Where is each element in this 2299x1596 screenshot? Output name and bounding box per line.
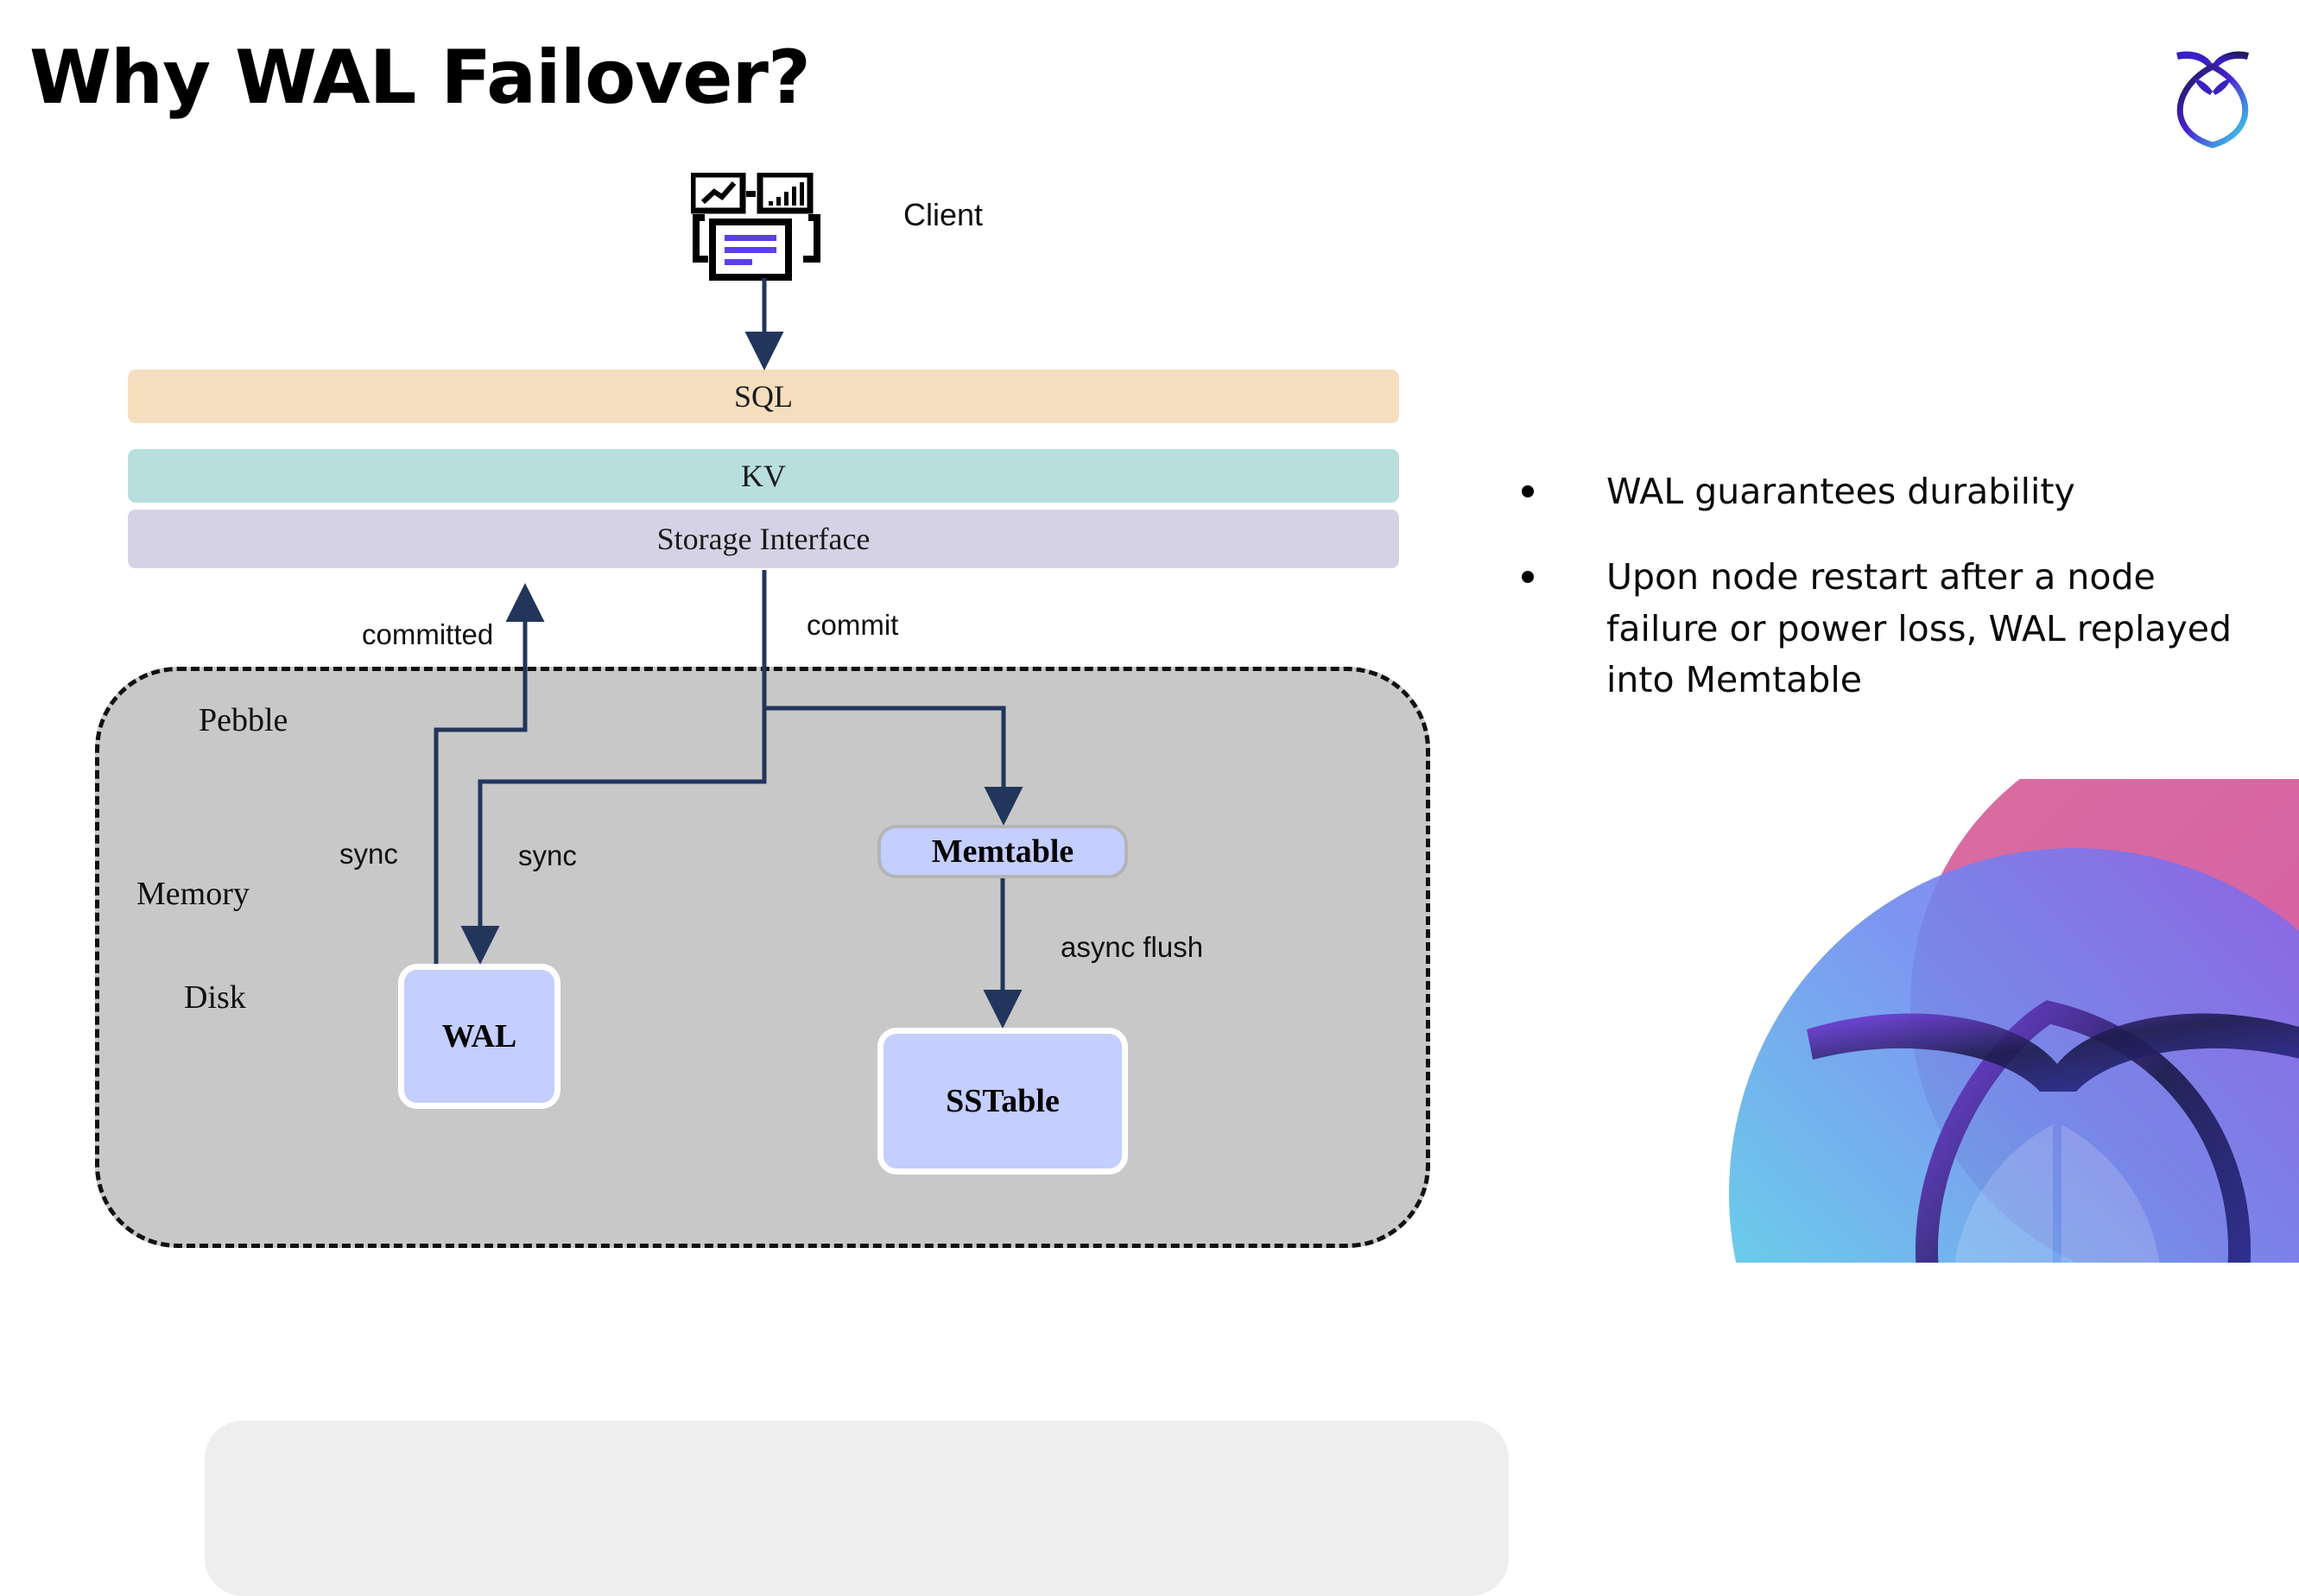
node-sstable: SSTable — [877, 1028, 1128, 1175]
bullet-text: Upon node restart after a node failure o… — [1606, 556, 2232, 701]
node-label-memtable: Memtable — [931, 833, 1074, 870]
page-title: Why WAL Failover? — [29, 35, 811, 121]
edge-label-async-flush: async flush — [1061, 931, 1204, 963]
edge-label-sync-right: sync — [518, 839, 577, 871]
edge-label-sync-left: sync — [339, 838, 398, 870]
edge-label-committed: committed — [362, 618, 494, 650]
list-item: Upon node restart after a node failure o… — [1522, 552, 2264, 706]
layer-label-storage-interface: Storage Interface — [656, 522, 871, 556]
bullet-text: WAL guarantees durability — [1606, 471, 2075, 512]
node-memtable: Memtable — [877, 825, 1128, 878]
client-dashboard-icon — [689, 171, 829, 285]
pebble-container — [95, 667, 1509, 1596]
layer-label-kv: KV — [741, 459, 786, 493]
memory-region — [205, 1421, 1509, 1596]
edge-label-commit: commit — [807, 609, 899, 641]
node-label-wal: WAL — [441, 1018, 517, 1054]
node-label-sstable: SSTable — [946, 1083, 1060, 1119]
bullet-dot-icon — [1522, 571, 1534, 584]
client-label: Client — [903, 197, 984, 232]
cockroach-leaf-watermark-icon — [1677, 779, 2299, 1263]
pebble-label: Pebble — [199, 702, 288, 738]
list-item: WAL guarantees durability — [1522, 466, 2264, 517]
memory-label: Memory — [136, 876, 250, 912]
node-wal: WAL — [398, 964, 560, 1109]
disk-label: Disk — [184, 979, 246, 1016]
layer-bar-kv: KV — [128, 449, 1399, 503]
bullet-list: WAL guarantees durability Upon node rest… — [1522, 466, 2264, 741]
layer-bar-storage-interface: Storage Interface — [128, 510, 1399, 568]
layer-label-sql: SQL — [733, 379, 793, 414]
cockroach-leaf-logo-icon — [2148, 29, 2277, 159]
bullet-dot-icon — [1522, 485, 1534, 497]
layer-bar-sql: SQL — [128, 370, 1399, 423]
